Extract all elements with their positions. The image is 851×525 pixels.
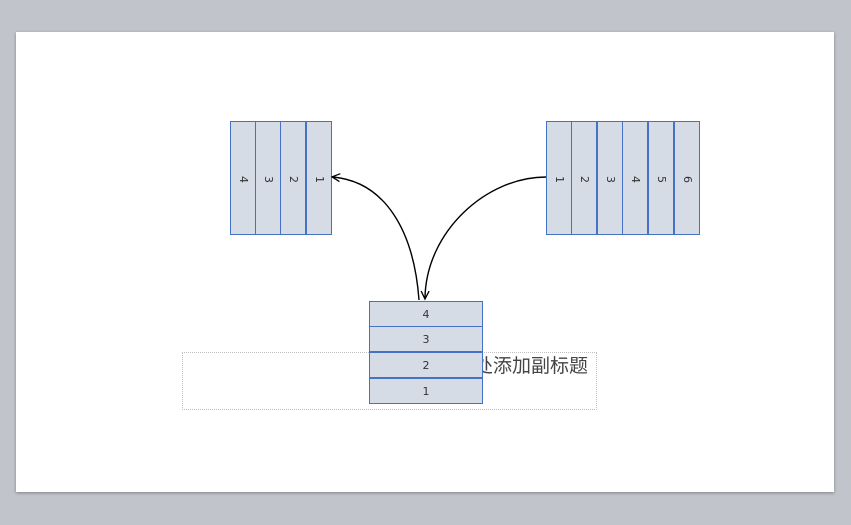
left-stack-cell[interactable]: 3 [255,121,281,235]
cell-label: 1 [422,384,430,398]
cell-label: 2 [422,358,430,372]
right-stack-cell[interactable]: 2 [571,121,597,235]
right-stack-cell[interactable]: 4 [622,121,648,235]
cell-label: 3 [422,332,430,346]
bottom-stack-cell[interactable]: 1 [369,378,483,404]
left-stack-cell[interactable]: 2 [280,121,306,235]
right-stack-cell[interactable]: 6 [674,121,700,235]
arrow-to-left-stack [333,177,420,301]
slide-canvas[interactable]: 击此处添加副标题 4 3 2 1 1 2 3 4 5 6 4 3 2 1 [16,32,834,492]
right-stack-cell[interactable]: 5 [648,121,674,235]
bottom-stack-cell[interactable]: 2 [369,352,483,378]
connector-arrows [16,32,547,492]
arrow-to-bottom-stack [425,176,547,298]
bottom-stack-cell[interactable]: 3 [369,326,483,352]
left-stack-cell[interactable]: 4 [230,121,256,235]
bottom-stack-cell[interactable]: 4 [369,301,483,327]
cell-label: 4 [422,307,430,321]
